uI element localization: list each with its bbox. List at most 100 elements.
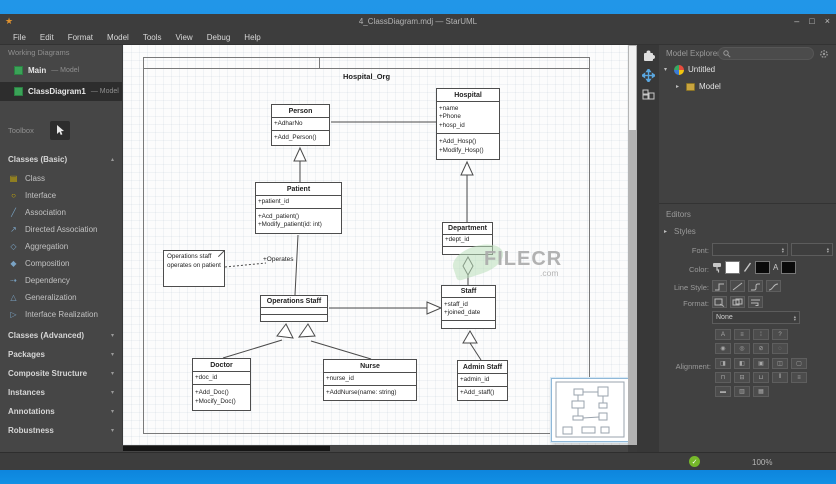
font-color-icon[interactable]: A [773, 263, 779, 272]
align-right-button[interactable]: ▢ [791, 358, 807, 369]
tool-interface[interactable]: ○ Interface [0, 187, 122, 204]
font-color-swatch[interactable] [781, 261, 797, 274]
tool-generalization[interactable]: △ Generalization [0, 289, 122, 306]
font-family-select[interactable]: ▴▾ [712, 243, 788, 256]
class-hospital[interactable]: Hospital +name +Phone +hosp_id +Add_Hosp… [436, 88, 500, 160]
tree-item-untitled[interactable]: ▾ Untitled [664, 64, 716, 75]
uml-note[interactable]: Operations staff operates on patient [163, 249, 226, 287]
vertical-scrollbar-thumb[interactable] [629, 46, 636, 130]
display-option-properties-button[interactable]: ? [772, 329, 788, 340]
minimize-button[interactable]: – [794, 16, 800, 26]
generalization-arrow-hospital [460, 160, 474, 176]
class-nurse[interactable]: Nurse +nurse_id +AddNurse(name: string) [323, 359, 417, 401]
class-staff[interactable]: Staff +staff_id +joined_date [441, 285, 496, 329]
menu-debug[interactable]: Debug [206, 32, 231, 42]
toolbox-section-robustness[interactable]: Robustness ▾ [8, 426, 114, 435]
fill-color-swatch[interactable] [725, 261, 740, 274]
working-diagram-main[interactable]: Main — Model [0, 61, 122, 80]
format-auto-resize-button[interactable] [712, 296, 727, 308]
tree-item-model[interactable]: ▸ Model [676, 82, 721, 91]
toolbox-section-instances[interactable]: Instances ▾ [8, 388, 114, 397]
menu-help[interactable]: Help [244, 32, 261, 42]
line-style-curve-button[interactable] [766, 280, 781, 292]
fill-color-icon[interactable] [712, 262, 722, 273]
tool-directed-association[interactable]: ↗ Directed Association [0, 221, 122, 238]
visibility-option-3-button[interactable]: ⊘ [753, 343, 769, 354]
tool-class[interactable]: ▤ Class [9, 174, 46, 183]
same-height-button[interactable]: ▥ [734, 386, 750, 397]
generalization-arrow-staff-bottom [462, 330, 478, 344]
visibility-option-2-button[interactable]: ◎ [734, 343, 750, 354]
menu-tools[interactable]: Tools [142, 32, 162, 42]
stereotype-display-select[interactable]: None ▴▾ [712, 311, 800, 324]
explorer-settings-gear-icon[interactable] [819, 49, 829, 59]
tool-association[interactable]: ╱ Association [0, 204, 122, 221]
close-button[interactable]: × [824, 16, 830, 26]
align-middle-button[interactable]: ⊟ [734, 372, 750, 383]
font-size-select[interactable]: ▴▾ [791, 243, 833, 256]
extensions-icon[interactable] [642, 49, 655, 62]
line-color-swatch[interactable] [755, 261, 770, 274]
horizontal-scrollbar[interactable] [122, 445, 628, 452]
menu-model[interactable]: Model [107, 32, 129, 42]
format-label: Format: [683, 299, 709, 308]
horizontal-scrollbar-thumb[interactable] [123, 446, 330, 451]
align-left-button[interactable]: ▣ [753, 358, 769, 369]
line-style-rounded-button[interactable] [748, 280, 763, 292]
tool-interface-realization[interactable]: ▷ Interface Realization [0, 306, 122, 323]
tool-aggregation[interactable]: ◇ Aggregation [0, 238, 122, 255]
search-icon [723, 49, 731, 58]
menu-format[interactable]: Format [67, 32, 94, 42]
align-top-button[interactable]: ⊓ [715, 372, 731, 383]
toolbox-section-classes-basic[interactable]: Classes (Basic) ▴ [8, 155, 114, 164]
class-patient[interactable]: Patient +patient_id +Acd_patient() +Modi… [255, 182, 342, 234]
tool-dependency[interactable]: ⇢ Dependency [0, 272, 122, 289]
select-tool-button[interactable] [50, 121, 70, 140]
working-diagram-classdiagram1[interactable]: ClassDiagram1 — Model [0, 82, 122, 101]
class-doctor[interactable]: Doctor +doc_id +Add_Doc() +Mocify_Doc() [192, 358, 251, 411]
class-operations-staff[interactable]: Operations Staff [260, 295, 328, 322]
display-option-operations-button[interactable]: ⁞ [753, 329, 769, 340]
menu-view[interactable]: View [175, 32, 193, 42]
same-width-button[interactable]: ▬ [715, 386, 731, 397]
line-style-oblique-button[interactable] [730, 280, 745, 292]
class-person[interactable]: Person +AdharNo +Add_Person() [271, 104, 330, 146]
visibility-option-4-button[interactable]: ◌ [772, 343, 788, 354]
maximize-button[interactable]: □ [809, 16, 815, 26]
title-bar[interactable]: ★ 4_ClassDiagram.mdj — StarUML – □ × [0, 14, 836, 30]
toolbox-section-classes-advanced[interactable]: Classes (Advanced) ▾ [8, 331, 114, 340]
desktop-wallpaper [0, 470, 836, 484]
align-bottom-button[interactable]: ⊔ [753, 372, 769, 383]
diagram-frame[interactable]: Hospital_Org [143, 57, 590, 434]
layout-windows-icon[interactable] [642, 89, 655, 100]
menu-edit[interactable]: Edit [39, 32, 54, 42]
move-tool-icon[interactable] [641, 69, 655, 82]
app-star-icon: ★ [5, 16, 14, 26]
model-explorer-search-input[interactable] [718, 47, 814, 60]
toolbox-section-composite-structure[interactable]: Composite Structure ▾ [8, 369, 114, 378]
display-option-a-button[interactable]: A [715, 329, 731, 340]
editors-title: Editors [666, 210, 691, 219]
same-size-button[interactable]: ▦ [753, 386, 769, 397]
toolbox-section-annotations[interactable]: Annotations ▾ [8, 407, 114, 416]
distribute-horizontal-button[interactable]: ⫴ [772, 372, 788, 383]
minimap[interactable] [551, 378, 630, 442]
format-stereotype-button[interactable] [730, 296, 745, 308]
vertical-scrollbar[interactable] [628, 45, 637, 445]
toolbox-section-packages[interactable]: Packages ▾ [8, 350, 114, 359]
visibility-option-1-button[interactable]: ◉ [715, 343, 731, 354]
bring-to-front-button[interactable]: ◨ [715, 358, 731, 369]
line-style-rectilinear-button[interactable] [712, 280, 727, 292]
styles-section-header[interactable]: ▸ Styles [664, 227, 696, 236]
distribute-vertical-button[interactable]: ≡ [791, 372, 807, 383]
class-admin-staff[interactable]: Admin Staff +admin_id +Add_staff() [457, 360, 508, 401]
display-option-attributes-button[interactable]: ≡ [734, 329, 750, 340]
send-to-back-button[interactable]: ◧ [734, 358, 750, 369]
directed-association-icon: ↗ [10, 225, 17, 234]
tool-composition[interactable]: ◆ Composition [0, 255, 122, 272]
line-color-icon[interactable] [743, 262, 752, 273]
format-word-wrap-button[interactable] [748, 296, 763, 308]
menu-file[interactable]: File [13, 32, 26, 42]
align-center-button[interactable]: ◫ [772, 358, 788, 369]
